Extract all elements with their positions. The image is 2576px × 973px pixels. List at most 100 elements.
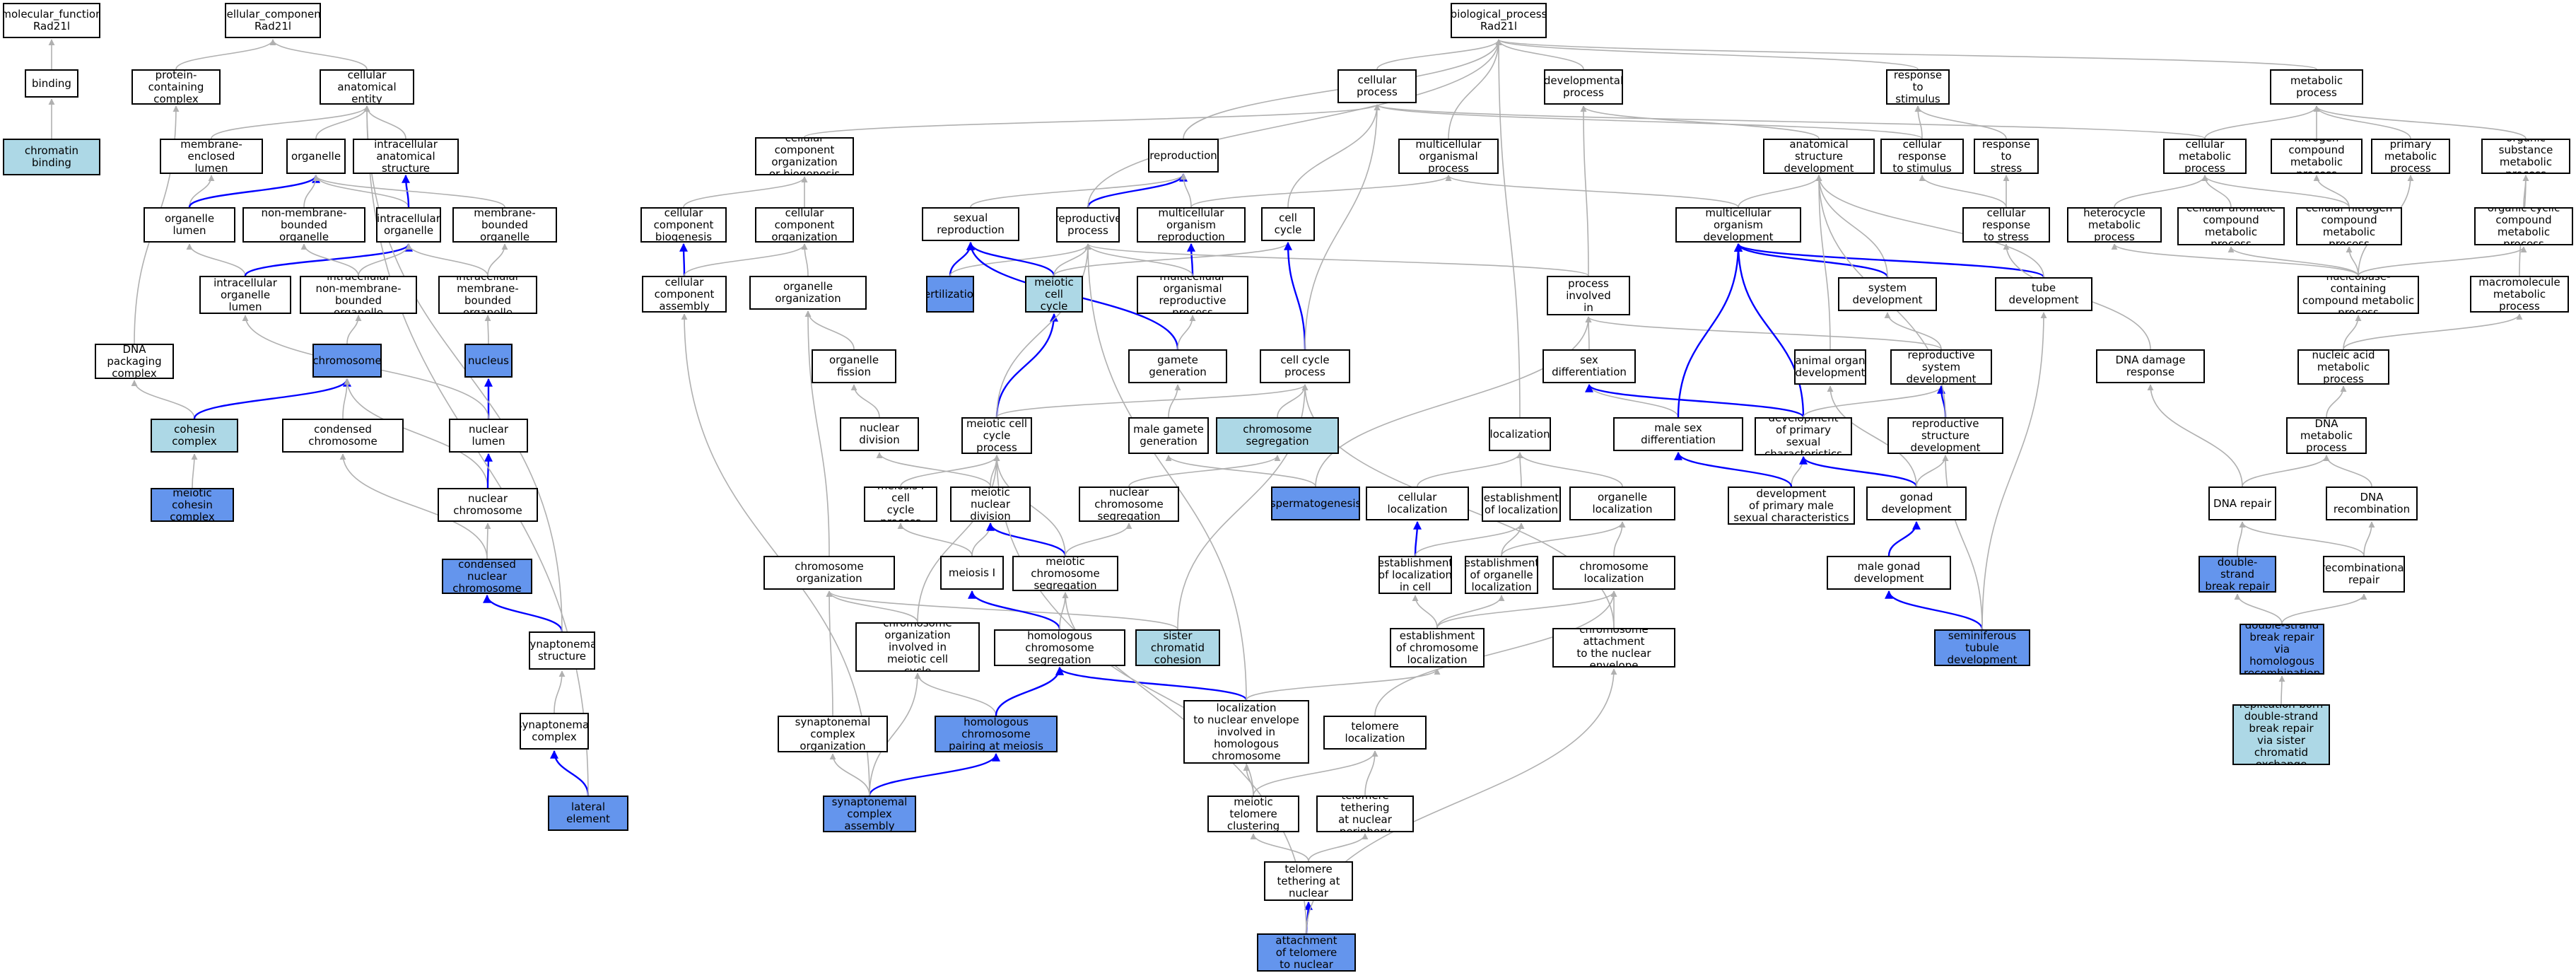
go-term-reproductive-structure-development: reproductive structure development: [1887, 417, 2003, 454]
edge-synaptonemal-complex-assembly-to-synaptonemal-complex-organization: [829, 753, 870, 796]
go-term-macromolecule-metabolic-process: macromolecule metabolic process: [2470, 276, 2569, 313]
edge-chromosome-segregation-to-cell-cycle-process: [1277, 384, 1309, 418]
edge-homologous-chromosome-segregation-to-meiosis-i: [968, 590, 1061, 630]
edge-organic-substance-metabolic-process-to-metabolic-process: [2313, 105, 2527, 139]
go-term-cellular-component-assembly: cellular component assembly: [642, 276, 727, 313]
edge-establishment-of-organelle-localization-to-organelle-localization: [1501, 521, 1626, 557]
edge-multicellular-organismal-reproductive-process-to-multicellular-organism-reproduction: [1187, 243, 1196, 276]
edge-reproductive-system-development-to-system-development: [1884, 312, 1942, 350]
edge-multicellular-organism-development-to-anatomical-structure-development: [1738, 175, 1822, 208]
go-term-system-development: system development: [1838, 277, 1937, 311]
go-term-dna-recombination: DNA recombination: [2326, 486, 2418, 520]
edge-nucleobase-containing-compound-metabolic-process-to-heterocycle-metabolic-process: [2111, 243, 2359, 276]
edge-multicellular-organism-reproduction-to-reproduction: [1180, 173, 1192, 208]
edge-establishment-of-chromosome-localization-to-chromosome-localization: [1436, 590, 1617, 629]
edge-cellular-anatomical-entity-to-cellular-component: [269, 39, 368, 70]
edge-meiotic-attachment-telomere-to-meiotic-cell-cycle-process: [993, 455, 1307, 934]
go-term-intracellular-organelle-lumen: intracellular organelle lumen: [199, 276, 291, 314]
go-term-cellular-response-to-stimulus: cellular response to stimulus: [1880, 139, 1964, 174]
go-term-meiotic-cohesin-complex: meiotic cohesin complex: [151, 488, 234, 522]
go-term-establishment-of-organelle-localization: establishment of organelle localization: [1465, 556, 1538, 594]
go-term-cellular-localization: cellular localization: [1366, 486, 1469, 520]
go-term-organelle-lumen: organelle lumen: [144, 207, 235, 243]
go-term-establishment-of-localization: establishment of localization: [1482, 486, 1561, 522]
go-term-chromosome-organization: chromosome organization: [763, 556, 895, 590]
edge-synaptonemal-complex-to-synaptonemal-structure: [554, 670, 566, 713]
edge-organelle-localization-to-localization: [1516, 452, 1623, 487]
edge-organelle-organization-to-cellular-component-organization: [801, 243, 809, 276]
go-term-animal-organ-development: animal organ development: [1794, 349, 1866, 385]
go-term-multicellular-organismal-reproductive-process: multicellular organismal reproductive pr…: [1137, 276, 1248, 314]
go-term-double-strand-break-repair: double-strand break repair: [2199, 556, 2276, 593]
go-term-non-membrane-bounded-organelle: non-membrane-bounded organelle: [242, 207, 365, 243]
go-term-nuclear-division: nuclear division: [840, 417, 919, 451]
edge-synaptonemal-complex-assembly-to-chromosome-organization-meiotic: [869, 672, 921, 796]
edge-establishment-of-localization-to-localization: [1516, 452, 1523, 487]
edge-spermatogenesis-to-dev-process-in-reproduction: [1315, 316, 1592, 487]
edge-homologous-chromosome-pairing-meiosis-to-homologous-chromosome-segregation: [995, 666, 1064, 716]
edge-homologous-chromosome-segregation-to-meiotic-chromosome-segregation: [1059, 592, 1069, 630]
go-term-homologous-chromosome-pairing-meiosis: homologous chromosome pairing at meiosis: [935, 716, 1058, 752]
go-term-dna-metabolic-process: DNA metabolic process: [2286, 417, 2367, 454]
edge-chromosome-localization-nuclear-envelope-to-homologous-chromosome-segregation: [1055, 666, 1248, 701]
go-term-reproductive-process: reproductive process: [1056, 207, 1120, 243]
go-term-synaptonemal-complex: synaptonemal complex: [520, 713, 589, 750]
edge-tube-development-to-anatomical-structure-development: [1815, 175, 2044, 278]
go-term-meiotic-cell-cycle-process: meiotic cell cycle process: [961, 417, 1032, 454]
edge-seminiferous-tubule-development-to-tube-development: [1981, 312, 2047, 630]
go-term-cellular-nitrogen-compound-metabolic-process: cellular nitrogen compound metabolic pro…: [2296, 207, 2402, 245]
go-term-telomere-tethering-nuclear-periphery: telomere tethering at nuclear periphery: [1316, 796, 1414, 832]
go-term-chromatin-binding: chromatin binding: [3, 139, 100, 175]
go-term-dna-packaging-complex: DNA packaging complex: [95, 344, 174, 379]
go-term-multicellular-organism-reproduction: multicellular organism reproduction: [1137, 207, 1246, 243]
edge-gonad-development-to-reproductive-structure-development: [1916, 455, 1949, 487]
edge-nucleobase-containing-compound-metabolic-process-to-organic-cyclic-compound-metabolic-process: [2358, 246, 2527, 276]
edge-organelle-lumen-to-organelle: [188, 174, 320, 208]
go-term-nucleobase-containing-compound-metabolic-process: nucleobase-containing compound metabolic…: [2297, 276, 2419, 314]
go-term-reproduction: reproduction: [1148, 139, 1219, 173]
go-term-sexual-reproduction: sexual reproduction: [922, 207, 1019, 241]
edge-metabolic-process-to-biological-process: [1495, 39, 2317, 70]
go-term-nitrogen-compound-metabolic-process: nitrogen compound metabolic process: [2271, 139, 2363, 174]
go-term-synaptonemal-structure: synaptonemal structure: [529, 631, 595, 670]
edge-meiosis-i-cell-cycle-process-to-meiotic-cell-cycle-process: [900, 455, 1000, 487]
edge-nucleic-acid-metabolic-process-to-nucleobase-containing-compound-metabolic-process: [2343, 315, 2362, 350]
edge-dsb-repair-homologous-recombination-to-double-strand-break-repair: [2234, 593, 2283, 624]
go-term-synaptonemal-complex-assembly: synaptonemal complex assembly: [823, 796, 916, 832]
go-term-dna-damage-response: DNA damage response: [2096, 349, 2205, 383]
go-term-meiotic-nuclear-division: meiotic nuclear division: [950, 486, 1031, 522]
edge-system-development-to-multicellular-organism-development: [1734, 243, 1889, 278]
go-term-organic-cyclic-compound-metabolic-process: organic cyclic compound metabolic proces…: [2474, 207, 2573, 245]
go-term-reproductive-system-development: reproductive system development: [1890, 349, 1992, 385]
edge-protein-containing-complex-to-cellular-component: [175, 39, 276, 70]
edge-nucleic-acid-metabolic-process-to-macromolecule-metabolic-process: [2343, 313, 2523, 350]
edge-dev-primary-male-sexual-characteristics-to-dev-primary-sexual-characteristics: [1791, 456, 1807, 487]
edge-primary-metabolic-process-to-metabolic-process: [2313, 105, 2411, 139]
edge-telomere-tethering-nuclear-periphery-to-telomere-localization: [1364, 750, 1378, 796]
go-term-intracellular-organelle: intracellular organelle: [376, 207, 441, 243]
edge-telomere-localization-to-chromosome-localization: [1374, 590, 1617, 716]
go-term-male-gamete-generation: male gamete generation: [1128, 417, 1209, 454]
go-term-establishment-of-chromosome-localization: establishment of chromosome localization: [1390, 628, 1485, 668]
go-term-meiotic-cell-cycle: meiotic cell cycle: [1025, 276, 1083, 313]
go-term-organelle-localization: organelle localization: [1569, 486, 1675, 520]
edge-homologous-chromosome-pairing-meiosis-to-chromosome-organization-meiotic: [914, 672, 997, 716]
go-term-cell-cycle-process: cell cycle process: [1260, 349, 1350, 383]
go-term-recombinational-repair: recombinational repair: [2323, 556, 2405, 593]
edge-reproductive-system-development-to-dev-process-in-reproduction: [1585, 316, 1942, 350]
go-term-cell-cycle: cell cycle: [1261, 207, 1315, 241]
edge-recombinational-repair-to-dna-repair: [2239, 521, 2365, 557]
edge-meiosis-i-to-meiosis-i-cell-cycle-process: [897, 523, 973, 557]
go-term-nuclear-chromosome: nuclear chromosome: [438, 488, 538, 522]
edge-membrane-bounded-organelle-to-organelle: [312, 175, 505, 208]
edge-establishment-of-organelle-localization-to-establishment-of-localization: [1501, 523, 1525, 557]
edge-gonad-development-to-dev-primary-sexual-characteristics: [1799, 455, 1918, 487]
edge-intracellular-anatomical-structure-to-cellular-anatomical-entity: [363, 105, 406, 139]
edge-meiotic-cohesin-complex-to-cohesin-complex: [191, 453, 198, 489]
edge-meiotic-cell-cycle-to-cell-cycle: [1053, 242, 1292, 276]
go-term-dna-repair: DNA repair: [2208, 486, 2276, 520]
go-term-anatomical-structure-development: anatomical structure development: [1763, 139, 1875, 174]
edge-cellular-response-to-stimulus-to-cellular-process: [1374, 104, 1923, 139]
go-term-condensed-chromosome: condensed chromosome: [282, 419, 404, 453]
edge-response-to-stress-to-response-to-stimulus: [1914, 105, 2007, 139]
